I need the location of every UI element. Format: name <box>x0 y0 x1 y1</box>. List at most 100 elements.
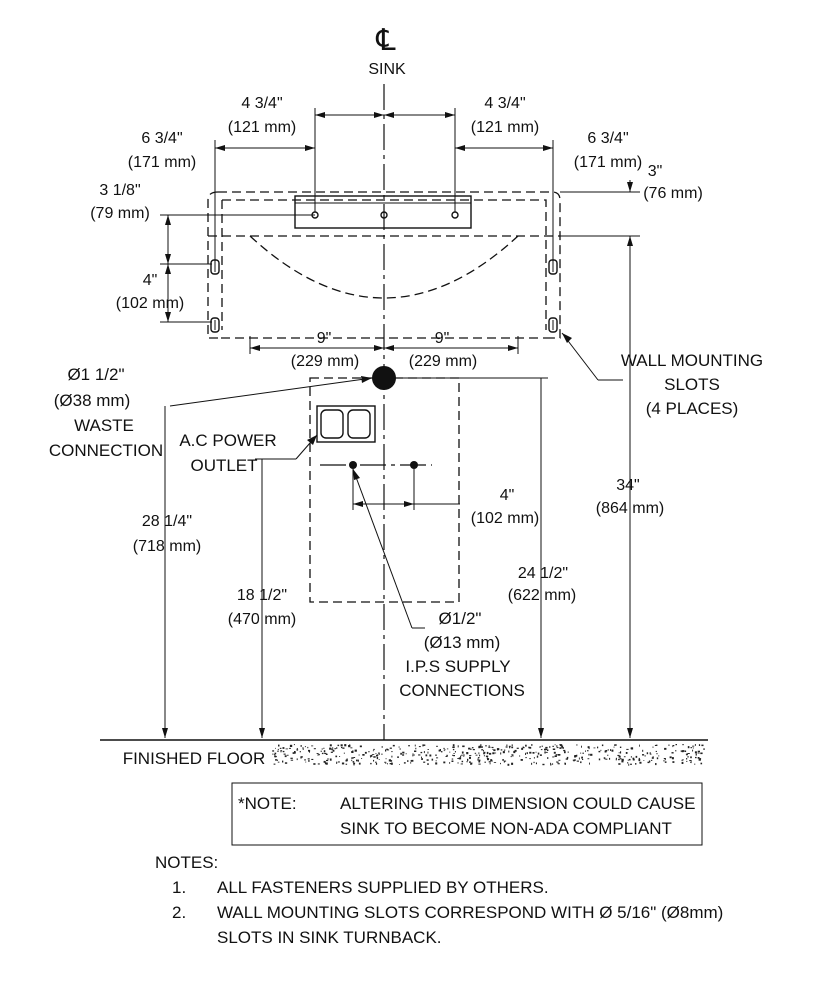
floor-speck <box>512 755 514 757</box>
floor-speck <box>470 763 473 765</box>
floor-speck <box>275 756 277 758</box>
floor-speck <box>334 748 336 750</box>
floor-speck <box>617 754 620 756</box>
floor-speck <box>671 752 674 754</box>
floor-speck <box>453 755 455 757</box>
dims-slot-right-met: (171 mm) <box>574 154 642 171</box>
floor-speck <box>664 759 666 761</box>
supply-callout: Ø1/2" (Ø13 mm) I.P.S SUPPLY CONNECTIONS <box>352 468 525 700</box>
floor-speck <box>418 754 421 756</box>
floor-speck <box>564 762 566 765</box>
floor-speck <box>648 760 651 763</box>
dims-overall-height-imp: 34" <box>616 477 639 494</box>
floor-speck <box>275 747 276 749</box>
floor-speck <box>525 744 527 747</box>
dim-supply-height: 24 1/2" (622 mm) <box>398 377 576 738</box>
floor-speck <box>644 755 646 757</box>
floor-speck <box>483 755 485 757</box>
floor-speck <box>555 754 558 756</box>
floor-speck <box>526 752 528 755</box>
floor-speck <box>443 749 445 752</box>
floor-speck <box>351 759 353 762</box>
floor-speck <box>378 752 380 755</box>
floor-speck <box>388 759 391 762</box>
floor-speck <box>560 744 562 747</box>
floor-speck <box>682 744 684 746</box>
floor-speck <box>675 744 677 746</box>
floor-speck <box>607 754 609 756</box>
floor-speck <box>588 747 590 750</box>
floor-speck <box>574 755 577 758</box>
floor-speck <box>486 757 488 759</box>
notes-heading: NOTES: <box>155 853 218 872</box>
floor-speck <box>357 759 359 762</box>
floor-speck <box>458 757 462 760</box>
floor-speck <box>656 757 659 760</box>
dims-top-left-met: (79 mm) <box>90 205 150 222</box>
floor-speck <box>280 750 282 753</box>
floor-speck <box>545 751 548 753</box>
labels-power-outlet-2: OUTLET <box>190 456 257 475</box>
floor-speck <box>485 745 487 747</box>
floor-speck <box>611 749 614 752</box>
floor-speck <box>628 758 631 761</box>
floor-speck <box>381 746 383 748</box>
floor-speck <box>614 744 617 746</box>
floor-speck <box>356 759 358 762</box>
floor-speck <box>605 758 608 760</box>
floor-speck <box>481 749 483 751</box>
floor-speck <box>511 744 513 746</box>
floor-speck <box>487 758 490 761</box>
floor-speck <box>352 757 354 759</box>
dims-outlet-height-imp: 18 1/2" <box>237 587 287 604</box>
floor-speck <box>276 759 278 761</box>
floor-speck <box>308 760 310 762</box>
floor-speck <box>598 750 601 753</box>
floor-speck <box>581 745 582 748</box>
floor-speck <box>618 752 620 754</box>
floor-speck <box>351 757 353 759</box>
dim-overall-height: 34" (864 mm) <box>596 250 664 738</box>
dim-outline-left: 9" (229 mm) <box>249 330 384 370</box>
floor-speck <box>282 750 285 753</box>
floor-speck <box>701 744 704 747</box>
floor-speck <box>389 747 392 749</box>
dims-waste-line2: CONNECTION <box>49 441 163 460</box>
labels-wall-slots-1: WALL MOUNTING <box>621 351 763 370</box>
floor-speck <box>443 761 446 764</box>
floor-speck <box>300 756 303 758</box>
dims-outline-left-imp: 9" <box>317 330 332 347</box>
floor-speck <box>520 759 523 761</box>
floor-hatch <box>272 744 705 766</box>
floor-speck <box>324 762 327 765</box>
floor-speck <box>692 750 693 752</box>
floor-speck <box>304 746 306 748</box>
floor-speck <box>461 760 464 763</box>
floor-speck <box>311 758 314 760</box>
floor-speck <box>658 755 660 757</box>
floor-speck <box>478 746 481 749</box>
floor-speck <box>516 747 519 749</box>
floor-speck <box>330 748 333 750</box>
floor-speck <box>567 751 569 753</box>
floor-speck <box>700 762 703 765</box>
floor-speck <box>558 754 561 756</box>
dims-supply-line2: CONNECTIONS <box>399 681 525 700</box>
floor-speck <box>505 746 508 748</box>
slot-bottom-right <box>548 317 558 333</box>
floor-speck <box>535 762 537 765</box>
notes: NOTES: 1. ALL FASTENERS SUPPLIED BY OTHE… <box>155 853 723 947</box>
dim-top-right: 3" (76 mm) <box>560 163 703 250</box>
floor-speck <box>272 753 274 755</box>
floor-speck <box>639 761 642 764</box>
floor-speck <box>341 762 345 765</box>
floor-speck <box>445 756 447 757</box>
floor-speck <box>552 748 556 750</box>
floor-speck <box>279 747 282 749</box>
floor-speck <box>427 749 429 750</box>
floor-speck <box>556 747 559 749</box>
floor-speck <box>463 755 465 757</box>
sink-outline <box>207 191 561 339</box>
floor-speck <box>290 757 293 759</box>
floor-speck <box>318 753 320 755</box>
